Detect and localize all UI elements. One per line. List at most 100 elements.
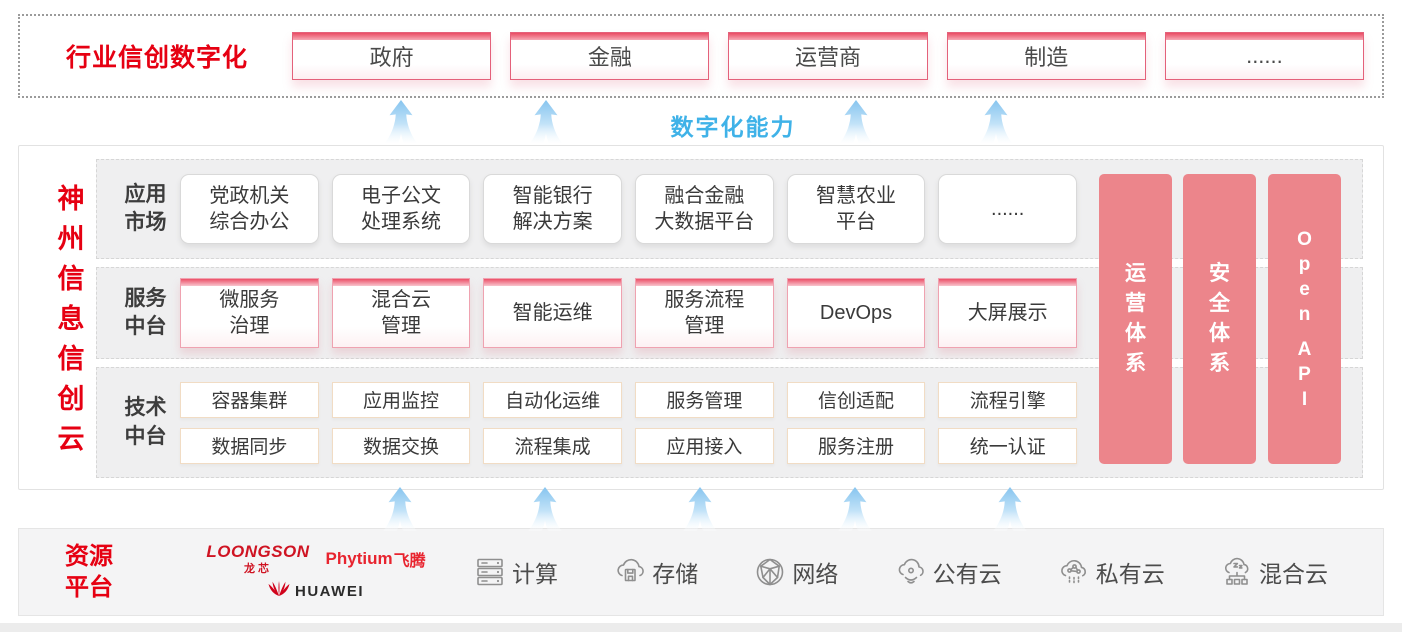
resource-item-label: 私有云: [1095, 561, 1165, 587]
pillar-char: 运: [1125, 262, 1146, 285]
title-char: 息: [57, 303, 85, 334]
industry-banner: 行业信创数字化 政府金融运营商制造......: [18, 14, 1384, 98]
loongson-logo: LOONGSON 龙芯: [206, 542, 309, 576]
pillar-char: p: [1298, 253, 1311, 275]
bottom-divider: [0, 623, 1402, 632]
resource-item-label: 计算: [512, 561, 558, 587]
service-box: 微服务 治理: [180, 278, 319, 348]
resource-label: 资源 平台: [65, 542, 113, 601]
up-arrow-icon: [383, 100, 419, 144]
huawei-wordmark: HUAWEI: [295, 583, 364, 600]
app-box: 融合金融 大数据平台: [635, 174, 774, 244]
resource-item: 私有云: [1057, 555, 1165, 589]
sector-box: 政府: [292, 32, 492, 80]
title-char: 信: [57, 263, 85, 294]
tech-box: 统一认证: [938, 427, 1078, 464]
title-char: 云: [57, 423, 85, 454]
industry-banner-title: 行业信创数字化: [66, 44, 249, 72]
resource-list: 计算 存储 网络 公有云 私有云 混合云: [473, 555, 1328, 589]
pillar-char: 体: [1209, 322, 1230, 345]
resource-panel: 资源 平台 LOONGSON 龙芯 Phytium 飞腾: [18, 528, 1384, 616]
up-arrow-icon: [838, 100, 874, 144]
pillar-char: e: [1299, 278, 1310, 300]
tech-platform-items: 容器集群应用监控自动化运维服务管理信创适配流程引擎 数据同步数据交换流程集成应用…: [180, 381, 1078, 464]
app-box: 电子公文 处理系统: [331, 174, 471, 244]
platform-vertical-title: 神州信息信创云: [43, 166, 99, 471]
phytium-sub-label: 飞腾: [393, 553, 426, 570]
service-box: 混合云 管理: [331, 278, 471, 348]
sector-list: 政府金融运营商制造......: [292, 32, 1365, 80]
pillar-char: 系: [1209, 352, 1230, 375]
pillar-char: 系: [1125, 352, 1146, 375]
title-char: 神: [57, 183, 85, 214]
digital-capability-label: 数字化能力: [670, 114, 796, 140]
tech-platform-row1: 容器集群应用监控自动化运维服务管理信创适配流程引擎: [180, 381, 1078, 418]
phytium-wordmark: Phytium: [325, 549, 393, 568]
pillar-char: A: [1297, 338, 1312, 360]
server-icon: [473, 555, 507, 589]
pillar-char: 体: [1125, 322, 1146, 345]
pillar-char: 全: [1209, 292, 1230, 315]
service-box: 服务流程 管理: [635, 278, 774, 348]
sector-box: 金融: [510, 32, 710, 80]
resource-item: 混合云: [1220, 555, 1328, 589]
resource-item: 公有云: [894, 555, 1002, 589]
pillar-char: 营: [1125, 292, 1146, 315]
pillar-char: n: [1298, 303, 1311, 325]
up-arrow-icon: [837, 487, 873, 531]
app-box: 智能银行 解决方案: [483, 174, 623, 244]
pillar-char: 安: [1209, 262, 1230, 285]
up-arrow-icon: [527, 487, 563, 531]
up-arrow-icon: [978, 100, 1014, 144]
loongson-wordmark: LOONGSON: [206, 542, 310, 561]
service-platform-label: 服务 中台: [124, 286, 167, 338]
public-cloud-icon: [894, 555, 928, 589]
pillar-operations: 运营体系: [1099, 174, 1172, 464]
service-box: 大屏展示: [938, 278, 1078, 348]
resource-item: 存储: [613, 555, 698, 589]
tech-box: 应用监控: [331, 381, 471, 418]
private-cloud-icon: [1057, 555, 1091, 589]
huawei-flower-icon: [268, 581, 290, 602]
pillar-char: O: [1297, 228, 1312, 250]
tech-box: 数据交换: [331, 427, 471, 464]
tech-box: 服务管理: [635, 381, 774, 418]
pillar-security: 安全体系: [1183, 174, 1256, 464]
service-box: 智能运维: [483, 278, 623, 348]
huawei-logo: HUAWEI: [268, 581, 364, 602]
tech-box: 自动化运维: [483, 381, 623, 418]
app-market-row: 应用 市场 党政机关 综合办公电子公文 处理系统智能银行 解决方案融合金融 大数…: [96, 159, 1363, 259]
resource-item: 网络: [753, 555, 838, 589]
tech-platform-row: 技术 中台 容器集群应用监控自动化运维服务管理信创适配流程引擎 数据同步数据交换…: [96, 367, 1363, 478]
up-arrow-icon: [382, 487, 418, 531]
tech-box: 流程引擎: [938, 381, 1078, 418]
platform-rows: 应用 市场 党政机关 综合办公电子公文 处理系统智能银行 解决方案融合金融 大数…: [96, 159, 1363, 478]
title-char: 州: [57, 223, 85, 254]
tech-box: 信创适配: [786, 381, 926, 418]
up-arrow-icon: [682, 487, 718, 531]
hybrid-cloud-icon: [1220, 555, 1254, 589]
platform-panel: 神州信息信创云 应用 市场 党政机关 综合办公电子公文 处理系统智能银行 解决方…: [18, 145, 1384, 490]
resource-item-label: 网络: [792, 561, 839, 587]
app-box: 智慧农业 平台: [786, 174, 926, 244]
up-arrow-icon: [528, 100, 564, 144]
vendor-row-top: LOONGSON 龙芯 Phytium 飞腾: [206, 542, 425, 576]
phytium-logo: Phytium 飞腾: [326, 547, 426, 571]
network-globe-icon: [753, 555, 787, 589]
storage-cloud-icon: [613, 555, 647, 589]
up-arrow-icon: [992, 487, 1028, 531]
app-box: ......: [938, 174, 1078, 244]
title-char: 信: [57, 343, 85, 374]
resource-item-label: 存储: [652, 561, 699, 587]
resource-item: 计算: [473, 555, 558, 589]
pillar-char: P: [1298, 363, 1311, 385]
app-box: 党政机关 综合办公: [180, 174, 319, 244]
tech-box: 应用接入: [635, 427, 774, 464]
tech-box: 服务注册: [786, 427, 926, 464]
tech-platform-row2: 数据同步数据交换流程集成应用接入服务注册统一认证: [180, 427, 1078, 464]
title-char: 创: [57, 383, 85, 414]
tech-box: 流程集成: [483, 427, 623, 464]
